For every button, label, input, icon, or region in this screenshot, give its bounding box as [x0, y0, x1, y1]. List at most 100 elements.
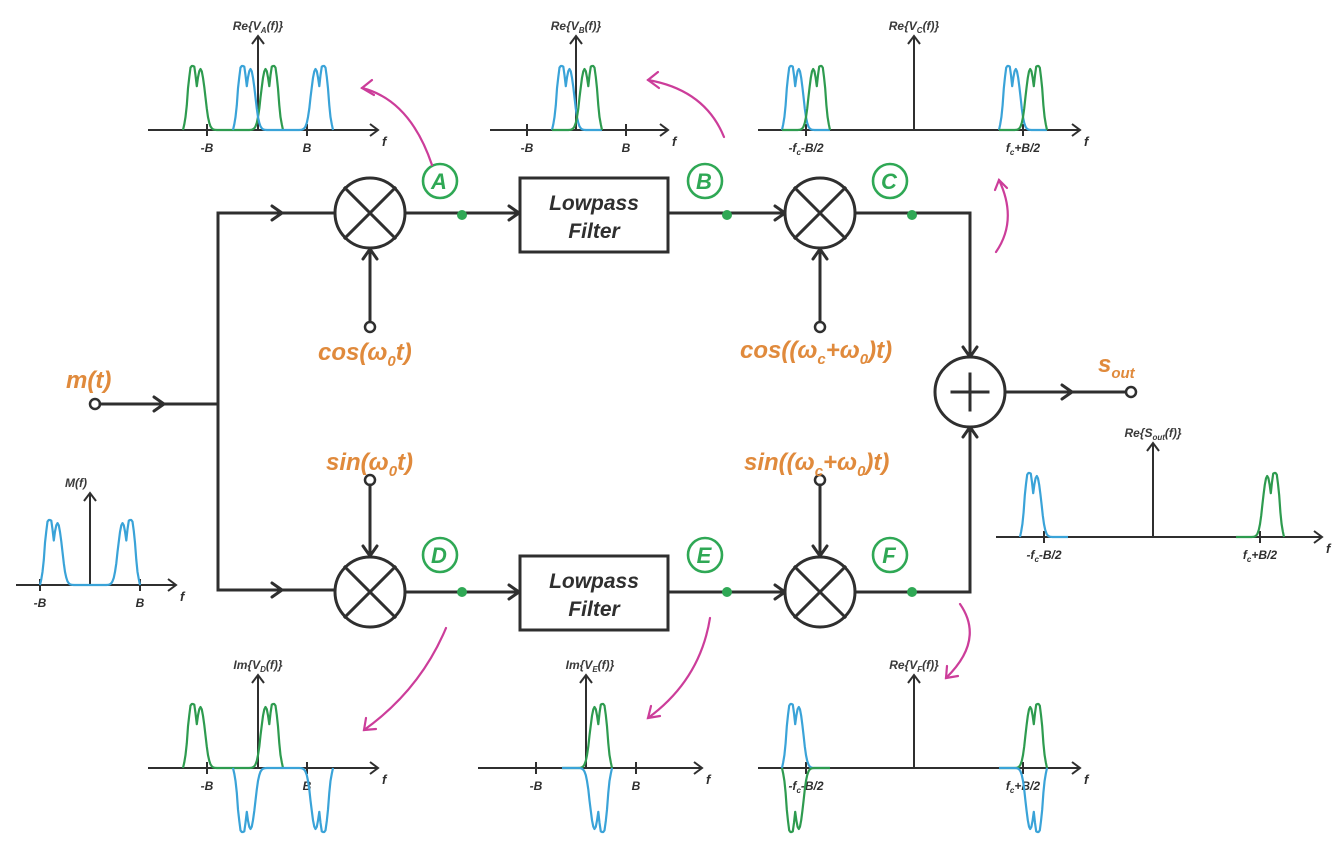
f-axis-label: f	[1326, 541, 1332, 556]
probe-e[interactable]: E	[686, 536, 732, 597]
probe-label: C	[881, 169, 898, 194]
tick-label: -fc-B/2	[788, 141, 823, 157]
probe-label: D	[431, 543, 447, 568]
wiring	[88, 204, 1138, 601]
probe-b[interactable]: B	[686, 162, 732, 220]
probe-f[interactable]: F	[871, 536, 917, 597]
probe-d[interactable]: D	[421, 536, 467, 597]
probe-dot	[722, 587, 732, 597]
callout-arrow-d-icon	[362, 626, 448, 732]
tick-label: fc+B/2	[1243, 548, 1277, 564]
mixer-bottom-left[interactable]	[333, 555, 407, 629]
callout-arrow-f-icon	[944, 602, 971, 680]
spectrum-curve-blue	[231, 64, 283, 132]
probe-c[interactable]: C	[871, 162, 917, 220]
amplitude-axis-arrow-icon	[907, 34, 921, 45]
f-axis-label: f	[672, 134, 678, 149]
lo-cos0-label: cos(ω0t)	[318, 339, 412, 370]
callout-arrow-c-head-icon	[993, 178, 1009, 192]
probe-badge	[686, 162, 724, 200]
callout-arrow-a-icon	[360, 86, 434, 167]
plot-title: M(f)	[65, 476, 87, 490]
tick-label: -B	[521, 141, 534, 155]
f-axis-arrow-icon	[369, 123, 380, 137]
tick-label: fc+B/2	[1006, 779, 1040, 795]
spectrum-curve-green	[999, 64, 1049, 132]
mixer-bottom-right[interactable]	[783, 555, 857, 629]
callout-arrow-c-icon	[994, 178, 1009, 254]
input-arrow-icon	[152, 395, 166, 413]
tick-label: -fc-B/2	[1026, 548, 1061, 564]
lpf-bottom-line2: Filter	[568, 598, 621, 621]
spectrum-curve-blue	[562, 766, 614, 834]
callout-arrow-f-head-icon	[944, 664, 960, 680]
plot-title: Re{VA(f)}	[233, 19, 284, 35]
multiply-icon	[342, 564, 398, 620]
tick-label: -B	[34, 596, 47, 610]
amplitude-axis-arrow-icon	[251, 34, 265, 45]
f-axis-arrow-icon	[167, 578, 178, 592]
lowpass-filter-top[interactable]: Lowpass Filter	[518, 176, 670, 254]
spectrum-curve-blue	[283, 64, 335, 132]
probe-badge	[686, 536, 724, 574]
tick-label: B	[303, 779, 312, 793]
probe-badge	[421, 162, 459, 200]
lo-cosc-label: cos((ωc+ω0)t)	[740, 337, 892, 368]
probe-badge	[871, 536, 909, 574]
callout-arrows	[360, 70, 1009, 732]
amplitude-axis-arrow-icon	[1146, 441, 1160, 452]
f-axis-arrow-icon	[1071, 761, 1082, 775]
f-axis-arrow-icon	[659, 123, 670, 137]
spectrum-curve-blue	[231, 766, 283, 834]
plot-title: Im{VE(f)}	[566, 658, 615, 674]
probe-points: A B C D E F	[421, 162, 917, 597]
spectrum-curve-green	[181, 64, 233, 132]
spectrum-curve-blue	[780, 702, 830, 770]
amplitude-axis-arrow-icon	[907, 673, 921, 684]
probe-a[interactable]: A	[421, 162, 467, 220]
plot-title: Re{VF(f)}	[889, 658, 939, 674]
mixer-top-left[interactable]	[333, 176, 407, 250]
probe-dot	[907, 210, 917, 220]
lowpass-filter-bottom[interactable]: Lowpass Filter	[518, 554, 670, 632]
callout-arrow-e-icon	[646, 616, 712, 720]
plot-title: Re{VB(f)}	[551, 19, 602, 35]
spectrum-curve-blue	[38, 518, 90, 587]
multiply-icon	[792, 564, 848, 620]
spectrum-curve-green	[999, 702, 1049, 770]
spectrum-curve-green	[1236, 471, 1286, 539]
f-axis-arrow-icon	[1313, 530, 1324, 544]
adder[interactable]	[933, 355, 1007, 429]
lo-sin0-label: sin(ω0t)	[326, 449, 413, 480]
bottom-arrow-icon	[270, 581, 284, 599]
amplitude-axis-arrow-icon	[83, 491, 97, 502]
lpf-top-line2: Filter	[568, 220, 621, 243]
probe-label: B	[696, 169, 712, 194]
probe-dot	[907, 587, 917, 597]
probe-label: F	[882, 543, 896, 568]
spectrum-curve-green	[552, 64, 604, 132]
spectrum-plot-Sout: f Re{Sout(f)} -fc-B/2 fc+B/2	[996, 426, 1332, 564]
lo-cos0-terminal[interactable]	[363, 320, 377, 334]
lo-cosc-terminal[interactable]	[813, 320, 827, 334]
spectrum-curve-green	[181, 702, 233, 770]
mixer-top-right[interactable]	[783, 176, 857, 250]
multiply-icon	[342, 185, 398, 241]
tick-label: fc+B/2	[1006, 141, 1040, 157]
probe-badge	[421, 536, 459, 574]
multiply-icon	[792, 185, 848, 241]
callout-arrow-b-icon	[646, 78, 726, 139]
probe-dot	[722, 210, 732, 220]
plot-title: Im{VD(f)}	[233, 658, 282, 674]
tick-label: B	[622, 141, 631, 155]
plot-title: Re{Sout(f)}	[1124, 426, 1181, 442]
f-axis-label: f	[180, 589, 186, 604]
tick-label: B	[632, 779, 641, 793]
output-terminal[interactable]	[1124, 385, 1138, 399]
spectrum-plot-B: f Re{VB(f)} -B B	[490, 19, 678, 155]
wire-mixer2-to-adder	[853, 211, 972, 359]
